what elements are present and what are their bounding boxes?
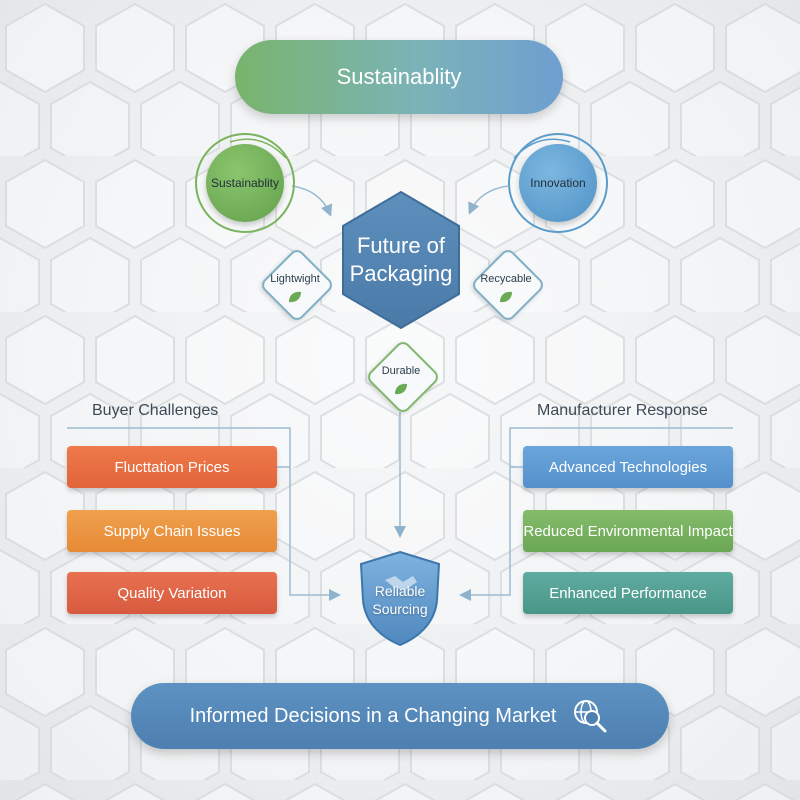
shield-icon — [359, 550, 441, 647]
driver-innovation-label: Innovation — [530, 176, 586, 190]
footer-label: Informed Decisions in a Changing Market — [189, 704, 557, 727]
attribute-recyclable-label: Recycable — [480, 273, 532, 285]
center-hexagon: Future of Packaging — [339, 188, 463, 332]
challenge-label: Flucttation Prices — [114, 458, 230, 476]
center-label: Future of Packaging — [349, 233, 453, 286]
attribute-lightweight: Lightwight — [258, 246, 336, 324]
leaf-icon — [289, 291, 301, 303]
globe-search-icon — [574, 700, 607, 733]
diamond-shape — [469, 246, 547, 324]
challenge-box: Supply Chain Issues — [67, 510, 277, 552]
challenge-box: Quality Variation — [67, 572, 277, 614]
challenge-box: Flucttation Prices — [67, 446, 277, 488]
title-banner: Sustainablity — [235, 40, 563, 114]
handshake-icon — [385, 576, 417, 590]
driver-sustainability-disc: Sustainablity — [206, 144, 284, 222]
buyer-challenges-heading: Buyer Challenges — [92, 402, 219, 419]
attribute-recyclable: Recycable — [469, 246, 547, 324]
diamond-shape — [364, 338, 442, 416]
challenge-label: Supply Chain Issues — [103, 522, 241, 540]
challenge-label: Quality Variation — [117, 584, 227, 602]
footer-banner: Informed Decisions in a Changing Market — [131, 683, 669, 749]
hexagon-shape — [342, 190, 460, 330]
response-label: Advanced Technologies — [548, 458, 708, 476]
title-text: Sustainablity — [336, 64, 462, 89]
response-label: Reduced Environmental Impact — [523, 522, 733, 540]
outcome-shield: Reliable Sourcing — [355, 548, 445, 648]
response-label: Enhanced Performance — [549, 584, 707, 602]
diamond-shape — [258, 246, 336, 324]
response-box: Enhanced Performance — [523, 572, 733, 614]
attribute-durable: Durable — [364, 338, 442, 416]
driver-sustainability-label: Sustainablity — [210, 176, 280, 190]
outcome-label: Reliable Sourcing — [372, 583, 428, 617]
response-box: Reduced Environmental Impact — [523, 510, 733, 552]
driver-innovation-disc: Innovation — [519, 144, 597, 222]
leaf-icon — [500, 291, 512, 303]
attribute-lightweight-label: Lightwight — [270, 273, 320, 285]
leaf-icon — [395, 383, 407, 395]
driver-sustainability: Sustainablity — [195, 133, 295, 233]
manufacturer-response-heading: Manufacturer Response — [537, 402, 708, 419]
driver-innovation: Innovation — [508, 133, 608, 233]
attribute-durable-label: Durable — [381, 365, 421, 377]
response-box: Advanced Technologies — [523, 446, 733, 488]
